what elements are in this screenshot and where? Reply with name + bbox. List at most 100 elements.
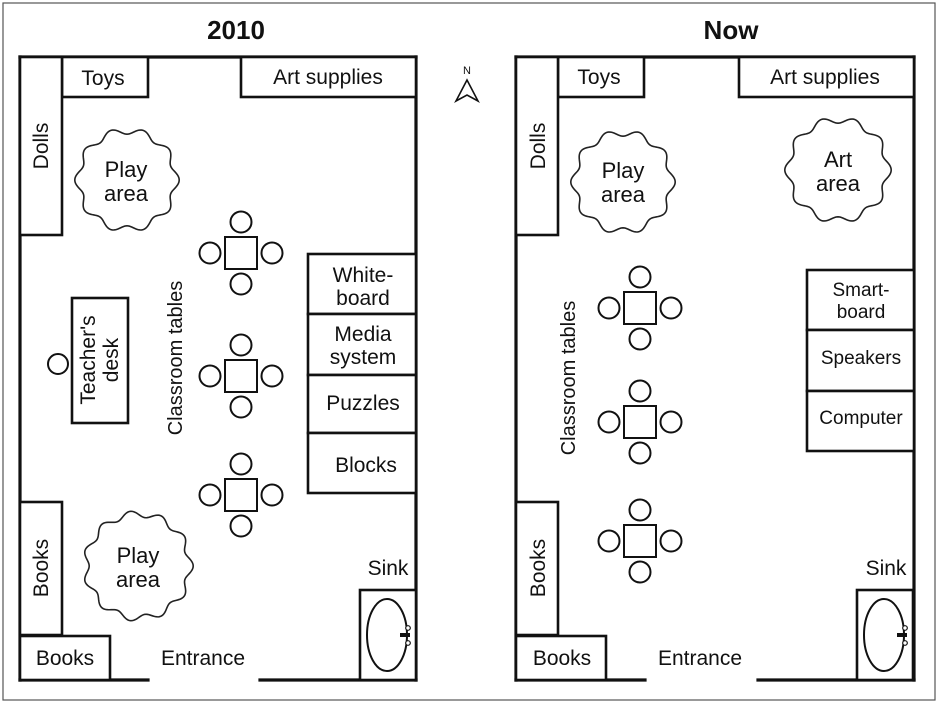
sink	[358, 588, 418, 682]
table-group-3	[198, 452, 284, 538]
toys-shelf: Toys	[60, 55, 150, 99]
chair	[628, 327, 652, 351]
chair	[229, 333, 253, 357]
sink-label: Sink	[368, 557, 409, 580]
north-label: N	[463, 65, 471, 77]
puzzles-shelf: Puzzles	[306, 373, 418, 435]
table	[623, 291, 657, 325]
chair	[198, 241, 222, 265]
speakers-label: Speakers	[821, 348, 901, 369]
books-shelf-side: Books	[514, 500, 560, 637]
blocks-label: Blocks	[335, 454, 397, 477]
art-supplies-label: Art supplies	[273, 66, 383, 89]
table	[623, 524, 657, 558]
dolls-label: Dolls	[30, 123, 53, 170]
computer: Computer	[805, 389, 916, 453]
tap-handle-icon	[902, 640, 908, 646]
chair	[260, 483, 284, 507]
media-system-label-line1: Media	[334, 323, 392, 346]
play-area-label-line2: area	[104, 181, 149, 206]
whiteboard: White- board	[306, 252, 418, 316]
plan-now: Now Toys Art supplies Dolls Play area	[514, 15, 916, 682]
computer-label: Computer	[819, 408, 903, 429]
play-area-label-line2: area	[601, 182, 646, 207]
smartboard-label-line2: board	[837, 302, 886, 323]
chair	[659, 410, 683, 434]
chair	[628, 441, 652, 465]
chair	[628, 498, 652, 522]
teacher-chair	[47, 353, 69, 375]
dolls-shelf: Dolls	[18, 55, 64, 237]
books-bottom-label: Books	[36, 647, 94, 670]
chair	[198, 364, 222, 388]
tap-handle-icon	[405, 625, 411, 631]
chair	[260, 241, 284, 265]
tap-handle-icon	[902, 625, 908, 631]
play-area-top: Play area	[73, 129, 181, 231]
media-system-label-line2: system	[330, 346, 397, 369]
play-area-bottom: Play area	[83, 510, 195, 622]
chair	[628, 560, 652, 584]
tap-handle-icon	[405, 640, 411, 646]
chair	[597, 296, 621, 320]
sink	[855, 588, 915, 682]
play-area-label-line1: Play	[117, 543, 160, 568]
table-group-1	[597, 265, 683, 351]
books-side-label: Books	[30, 539, 53, 597]
teachers-desk: Teacher's desk	[47, 296, 130, 425]
play-area-label-line2: area	[116, 567, 161, 592]
art-area: Art area	[783, 118, 893, 222]
table	[623, 405, 657, 439]
books-shelf-bottom: Books	[18, 634, 112, 682]
whiteboard-label-line2: board	[336, 287, 390, 310]
chair	[229, 395, 253, 419]
classroom-tables-label: Classroom tables	[558, 301, 580, 456]
speakers: Speakers	[805, 328, 916, 393]
play-area-label-line1: Play	[105, 157, 148, 182]
books-side-label: Books	[527, 539, 550, 597]
chair	[229, 272, 253, 296]
dolls-shelf: Dolls	[514, 55, 560, 237]
books-shelf-side: Books	[18, 500, 64, 637]
books-shelf-bottom: Books	[514, 634, 608, 682]
toys-label: Toys	[577, 66, 620, 89]
toys-label: Toys	[81, 67, 124, 90]
plan-title: 2010	[207, 15, 265, 45]
faucet-icon	[400, 633, 410, 637]
chair	[628, 265, 652, 289]
chair	[597, 410, 621, 434]
teachers-desk-label-line1: Teacher's	[77, 315, 100, 404]
art-supplies-shelf: Art supplies	[737, 55, 916, 99]
sink-label: Sink	[866, 557, 907, 580]
table	[224, 359, 258, 393]
table-group-2	[198, 333, 284, 419]
table-group-2	[597, 379, 683, 465]
teachers-desk-label-line2: desk	[100, 337, 123, 382]
dolls-label: Dolls	[527, 123, 550, 170]
chair	[229, 514, 253, 538]
puzzles-label: Puzzles	[326, 392, 400, 415]
table-group-1	[198, 210, 284, 296]
art-supplies-label: Art supplies	[770, 66, 880, 89]
art-supplies-shelf: Art supplies	[239, 55, 418, 99]
faucet-icon	[897, 633, 907, 637]
chair	[229, 210, 253, 234]
north-arrow-icon	[454, 78, 480, 103]
smartboard-label-line1: Smart-	[833, 280, 890, 301]
north-arrow: N	[454, 65, 480, 103]
plan-title: Now	[704, 15, 760, 45]
chair	[659, 529, 683, 553]
blocks-shelf: Blocks	[306, 431, 418, 495]
chair	[597, 529, 621, 553]
whiteboard-label-line1: White-	[333, 264, 394, 287]
art-area-label-line1: Art	[824, 147, 852, 172]
entrance-label: Entrance	[658, 647, 742, 670]
chair	[260, 364, 284, 388]
chair	[198, 483, 222, 507]
table	[224, 478, 258, 512]
chair	[659, 296, 683, 320]
classroom-tables-label: Classroom tables	[165, 281, 187, 436]
chair	[628, 379, 652, 403]
table	[224, 236, 258, 270]
